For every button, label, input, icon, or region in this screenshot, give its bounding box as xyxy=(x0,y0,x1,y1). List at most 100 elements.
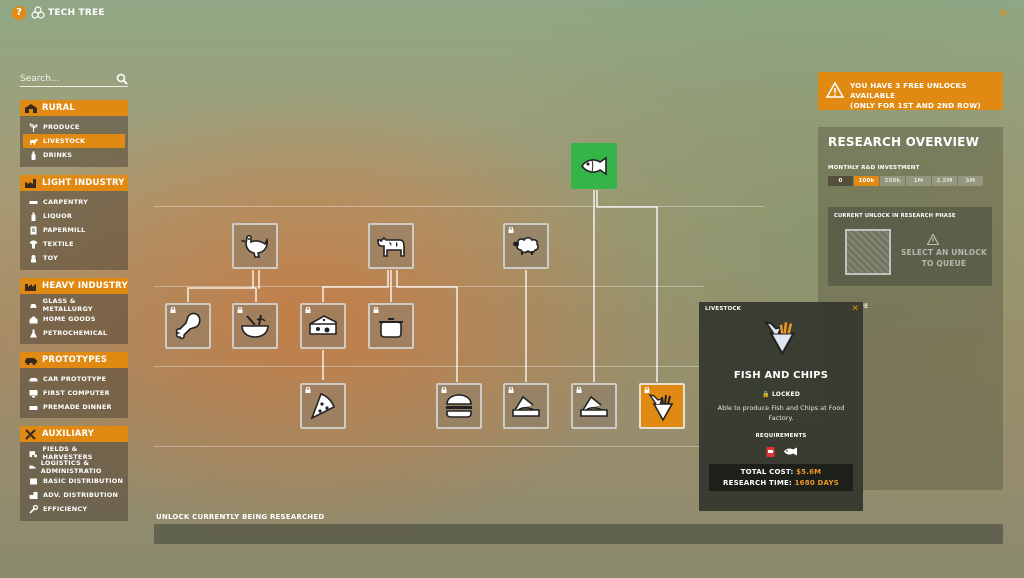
search-input[interactable] xyxy=(20,72,112,86)
cow-small-icon xyxy=(30,138,38,145)
sidebar-item-label: CARPENTRY xyxy=(43,198,89,206)
sidebar-item-produce[interactable]: PRODUCE xyxy=(23,120,125,134)
sidebar-item-basic-distribution[interactable]: BASIC DISTRIBUTION xyxy=(23,474,125,488)
investment-option-250k[interactable]: 250k xyxy=(880,176,905,186)
close-window-button[interactable]: ✕ xyxy=(997,6,1008,20)
research-phase-label: CURRENT UNLOCK IN RESEARCH PHASE xyxy=(834,213,956,219)
category-rural: RURAL PRODUCE LIVESTOCK DRINKS xyxy=(20,100,128,167)
sidebar-item-carpentry[interactable]: CARPENTRY xyxy=(23,195,125,209)
tractor-icon xyxy=(29,450,37,457)
flask-icon xyxy=(30,329,37,337)
tech-node-tin-1[interactable] xyxy=(503,383,549,429)
tech-node-sheep[interactable] xyxy=(503,223,549,269)
tree-row-line xyxy=(154,286,704,287)
sidebar-item-premade-dinner[interactable]: PREMADE DINNER xyxy=(23,400,125,414)
tech-node-pot[interactable] xyxy=(368,303,414,349)
tech-node-pizza[interactable] xyxy=(300,383,346,429)
lock-icon xyxy=(373,307,379,313)
sidebar-item-home-goods[interactable]: HOME GOODS xyxy=(23,312,125,326)
sidebar-item-textile[interactable]: TEXTILE xyxy=(23,237,125,251)
research-time-value: 1680 DAYS xyxy=(794,479,839,487)
tech-node-chicken[interactable] xyxy=(232,223,278,269)
category-label: LIGHT INDUSTRY xyxy=(42,178,125,188)
queue-label-fragment: UE xyxy=(859,303,869,310)
tech-node-soup[interactable] xyxy=(232,303,278,349)
research-queue-label: UNLOCK CURRENTLY BEING RESEARCHED xyxy=(156,513,325,521)
sidebar-item-papermill[interactable]: PAPERMILL xyxy=(23,223,125,237)
investment-selector: 0 100k 250k 1M 2.5M 5M xyxy=(828,176,984,186)
tech-node-drumstick[interactable] xyxy=(165,303,211,349)
investment-option-2-5m[interactable]: 2.5M xyxy=(932,176,957,186)
investment-option-0[interactable]: 0 xyxy=(828,176,853,186)
house-icon xyxy=(29,315,38,323)
open-tin-icon xyxy=(580,395,608,417)
tech-node-cow[interactable] xyxy=(368,223,414,269)
warning-icon xyxy=(927,234,939,245)
category-header-rural[interactable]: RURAL xyxy=(20,100,128,116)
tech-node-tin-2[interactable] xyxy=(571,383,617,429)
lock-icon xyxy=(644,387,650,393)
category-label: PROTOTYPES xyxy=(42,355,108,365)
dinner-tray-icon xyxy=(29,405,38,410)
lock-icon xyxy=(576,387,582,393)
sidebar-item-fields-harvesters[interactable]: FIELDS & HARVESTERS xyxy=(23,445,125,461)
lock-icon xyxy=(237,307,243,313)
tech-node-burger[interactable] xyxy=(436,383,482,429)
sidebar-item-petrochemical[interactable]: PETROCHEMICAL xyxy=(23,326,125,340)
notice-line-1: YOU HAVE 3 FREE UNLOCKS AVAILABLE xyxy=(850,81,967,100)
research-slot[interactable] xyxy=(845,229,891,275)
box-icon xyxy=(30,478,37,484)
tooltip-requirements-label: REQUIREMENTS xyxy=(755,433,807,439)
investment-option-1m[interactable]: 1M xyxy=(906,176,931,186)
tooltip-description: Able to produce Fish and Chips at Food F… xyxy=(717,404,845,422)
tech-node-cheese[interactable] xyxy=(300,303,346,349)
sidebar-item-logistics[interactable]: LOGISTICS & ADMINISTRATIO xyxy=(23,459,125,475)
category-header-light-industry[interactable]: LIGHT INDUSTRY xyxy=(20,175,128,191)
sidebar-item-drinks[interactable]: DRINKS xyxy=(23,148,125,162)
tree-row-line xyxy=(154,206,764,207)
investment-option-5m[interactable]: 5M xyxy=(958,176,983,186)
tech-node-fish-and-chips[interactable] xyxy=(639,383,685,429)
sidebar-item-livestock[interactable]: LIVESTOCK xyxy=(23,134,125,148)
sidebar-item-label: HOME GOODS xyxy=(43,315,96,323)
heavy-factory-icon xyxy=(25,283,36,291)
sprout-icon xyxy=(29,122,38,132)
sidebar-item-car-prototype[interactable]: CAR PROTOTYPE xyxy=(23,372,125,386)
sidebar-item-efficiency[interactable]: EFFICIENCY xyxy=(23,502,125,516)
sidebar-item-first-computer[interactable]: FIRST COMPUTER xyxy=(23,386,125,400)
sidebar-item-glass-metallurgy[interactable]: GLASS & METALLURGY xyxy=(23,297,125,313)
fish-and-chips-icon xyxy=(764,320,796,356)
sheep-icon xyxy=(513,236,539,255)
sidebar-item-label: PREMADE DINNER xyxy=(43,403,112,411)
tech-node-fish[interactable] xyxy=(571,143,617,189)
total-cost-label: TOTAL COST: xyxy=(740,468,794,476)
lock-icon xyxy=(508,227,514,233)
category-header-prototypes[interactable]: PROTOTYPES xyxy=(20,352,128,368)
help-button[interactable]: ? xyxy=(12,6,26,20)
sidebar-item-label: DRINKS xyxy=(43,151,73,159)
sidebar-item-label: CAR PROTOTYPE xyxy=(43,375,107,383)
category-header-auxiliary[interactable]: AUXILIARY xyxy=(20,426,128,442)
sidebar-item-label: FIRST COMPUTER xyxy=(43,389,110,397)
search-icon[interactable] xyxy=(116,73,128,85)
sidebar-item-label: ADV. DISTRIBUTION xyxy=(43,491,119,499)
tooltip-close-button[interactable]: ✕ xyxy=(851,304,859,314)
sidebar-item-label: FIELDS & HARVESTERS xyxy=(42,445,93,461)
search-box xyxy=(20,72,128,87)
boxes-icon xyxy=(29,491,38,499)
liquor-bottle-icon xyxy=(31,212,36,221)
sidebar-item-toy[interactable]: TOY xyxy=(23,251,125,265)
category-header-heavy-industry[interactable]: HEAVY INDUSTRY xyxy=(20,278,128,294)
sidebar-item-adv-distribution[interactable]: ADV. DISTRIBUTION xyxy=(23,488,125,502)
sidebar-item-liquor[interactable]: LIQUOR xyxy=(23,209,125,223)
paper-icon xyxy=(30,226,37,234)
fish-and-chips-icon xyxy=(648,393,674,422)
research-phase-box: CURRENT UNLOCK IN RESEARCH PHASE SELECT … xyxy=(828,207,992,286)
category-auxiliary: AUXILIARY FIELDS & HARVESTERS LOGISTICS … xyxy=(20,426,128,521)
sidebar-item-label: LIQUOR xyxy=(43,212,73,220)
category-label: RURAL xyxy=(42,103,75,113)
ingot-icon xyxy=(29,303,37,308)
open-tin-icon xyxy=(512,395,540,417)
investment-option-100k[interactable]: 100k xyxy=(854,176,879,186)
tree-row-line xyxy=(154,446,704,447)
